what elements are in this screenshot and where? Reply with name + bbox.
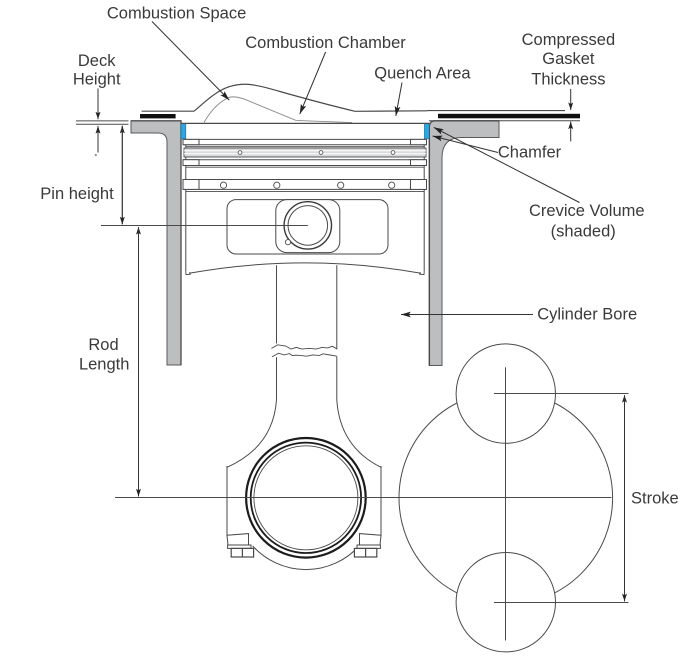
svg-text:Stroke: Stroke xyxy=(631,489,679,507)
svg-text:Height: Height xyxy=(73,70,121,88)
svg-text:Cylinder Bore: Cylinder Bore xyxy=(537,306,637,324)
svg-text:Combustion Space: Combustion Space xyxy=(107,5,246,23)
svg-text:Gasket: Gasket xyxy=(542,50,595,68)
svg-text:Combustion Chamber: Combustion Chamber xyxy=(245,34,406,52)
svg-text:Chamfer: Chamfer xyxy=(498,144,562,162)
svg-text:Crevice Volume: Crevice Volume xyxy=(529,202,645,220)
svg-text:Deck: Deck xyxy=(78,52,116,70)
svg-text:Length: Length xyxy=(79,356,129,374)
svg-text:Quench Area: Quench Area xyxy=(374,64,471,82)
svg-text:Rod: Rod xyxy=(88,336,118,354)
svg-text:Compressed: Compressed xyxy=(522,31,616,49)
svg-text:(shaded): (shaded) xyxy=(551,222,616,240)
svg-text:Pin height: Pin height xyxy=(40,185,114,203)
svg-text:Thickness: Thickness xyxy=(531,70,605,88)
